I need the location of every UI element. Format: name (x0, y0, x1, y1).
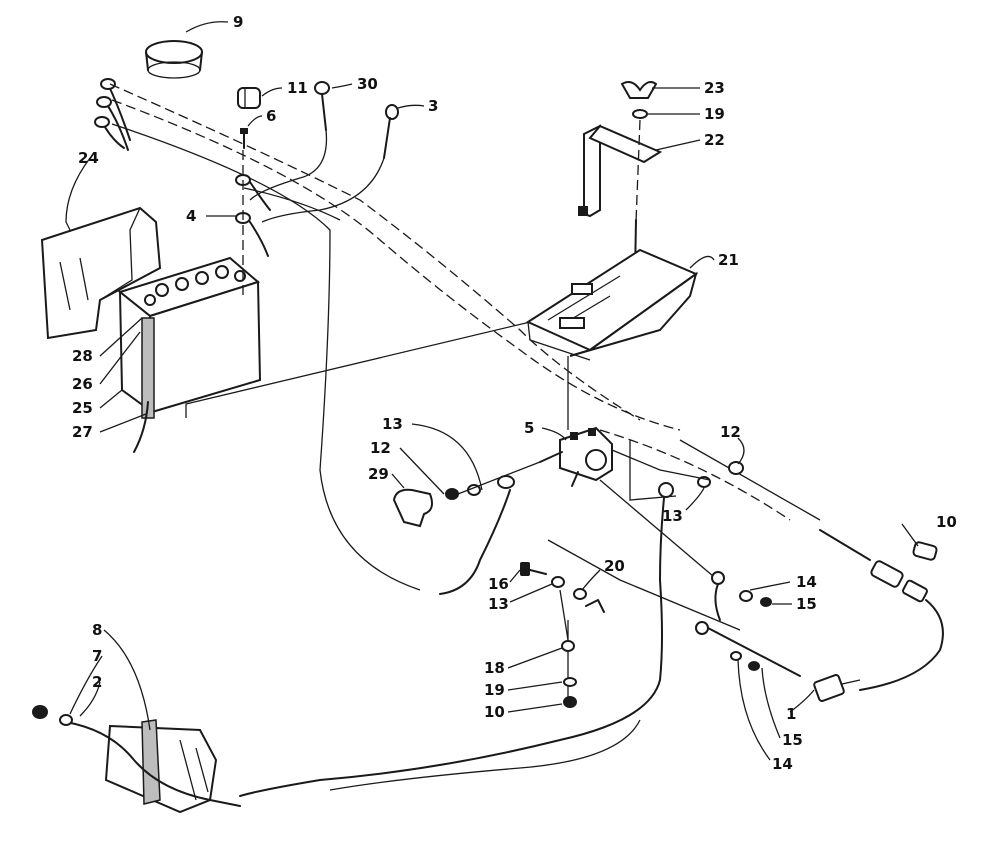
connector-cable-part (819, 529, 944, 691)
callout-labels: 9 11 30 6 3 24 4 28 26 25 27 23 19 22 21… (72, 13, 957, 773)
washer-starter-part (59, 714, 73, 726)
nut-starter-part (32, 705, 48, 719)
callout-28: 28 (72, 347, 93, 365)
terminal-boot-part (392, 488, 433, 528)
battery-cables-part (94, 78, 131, 151)
battery-strap-part (145, 40, 203, 79)
battery-part (117, 256, 262, 419)
callout-6: 6 (266, 107, 276, 125)
callout-15-top: 15 (796, 595, 817, 613)
nut-left-part (445, 488, 459, 500)
callout-10-bottom: 10 (484, 703, 505, 721)
callout-11: 11 (287, 79, 308, 97)
leader-lines (65, 21, 919, 761)
callout-12-right: 12 (720, 423, 741, 441)
bolt-part (240, 128, 248, 149)
battery-cover-part (40, 206, 162, 340)
wing-nut-part (620, 81, 658, 99)
callout-2: 2 (92, 673, 102, 691)
solenoid-cable-left (439, 461, 541, 595)
callout-5: 5 (524, 419, 534, 437)
solenoid-cable-right (239, 482, 674, 797)
callout-21: 21 (718, 251, 739, 269)
callout-13-mid: 13 (488, 595, 509, 613)
callout-25: 25 (72, 399, 93, 417)
callout-1: 1 (786, 705, 796, 723)
callout-10-top: 10 (936, 513, 957, 531)
callout-24: 24 (78, 149, 99, 167)
callout-4: 4 (186, 207, 196, 225)
callout-7: 7 (92, 647, 102, 665)
battery-tray-part (525, 248, 699, 361)
callout-23: 23 (704, 79, 725, 97)
solenoid-ground-line (599, 479, 721, 583)
callout-18: 18 (484, 659, 505, 677)
callout-13-right: 13 (662, 507, 683, 525)
nut-right-part (728, 461, 744, 475)
lower-hardware-stack (561, 620, 577, 708)
callout-19-bottom: 19 (484, 681, 505, 699)
callout-20: 20 (604, 557, 625, 575)
callout-26: 26 (72, 375, 93, 393)
connector-switch-part (813, 674, 861, 702)
bolt-group-part (520, 562, 605, 641)
washer-stack-part (235, 150, 271, 300)
callout-15-bottom: 15 (782, 731, 803, 749)
washer-top-part (632, 109, 648, 119)
terminal-cluster-part (695, 571, 801, 677)
callout-13-left: 13 (382, 415, 403, 433)
callout-16: 16 (488, 575, 509, 593)
callout-8: 8 (92, 621, 102, 639)
starter-motor-part (65, 719, 241, 814)
callout-14-bottom: 14 (772, 755, 793, 773)
callout-3: 3 (428, 97, 438, 115)
small-terminal-part (249, 81, 330, 201)
callout-14-top: 14 (796, 573, 817, 591)
callout-9: 9 (233, 13, 243, 31)
callout-12-left: 12 (370, 439, 391, 457)
solenoid-part (539, 426, 613, 487)
terminal-cover-part (237, 87, 261, 109)
connector-pin-part (912, 541, 938, 561)
callout-30: 30 (357, 75, 378, 93)
bracket-part (578, 124, 663, 218)
callout-22: 22 (704, 131, 725, 149)
ring-terminal-part (261, 104, 399, 223)
callout-29: 29 (368, 465, 389, 483)
callout-19-top: 19 (704, 105, 725, 123)
callout-27: 27 (72, 423, 93, 441)
